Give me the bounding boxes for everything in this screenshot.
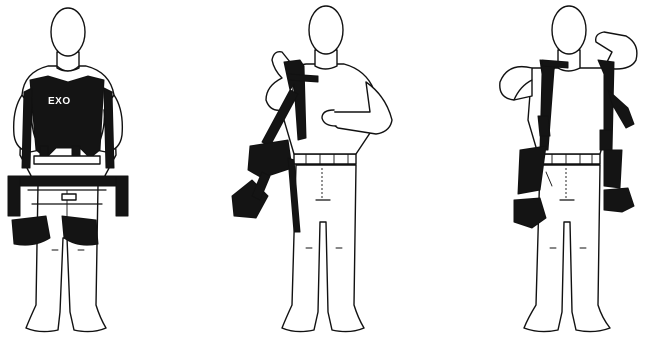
hanging-hip-frame [248,140,292,178]
waist-belt [34,156,100,164]
right-thigh-cuff [604,188,634,212]
center-buckle [62,194,76,200]
left-shoulder-strap [22,88,32,168]
hip-frame-bar [14,176,122,186]
left-thigh-cuff [12,216,50,245]
right-hanging-frame [604,150,622,188]
left-hip-joint [8,176,20,216]
step-1-exoskeleton-vest: EXO [8,76,128,245]
right-shoulder-strap [104,88,114,168]
vest-brand-logo: EXO [48,96,71,107]
right-hip-joint [116,176,128,216]
step-1-figure-wearing-vest [14,8,123,332]
